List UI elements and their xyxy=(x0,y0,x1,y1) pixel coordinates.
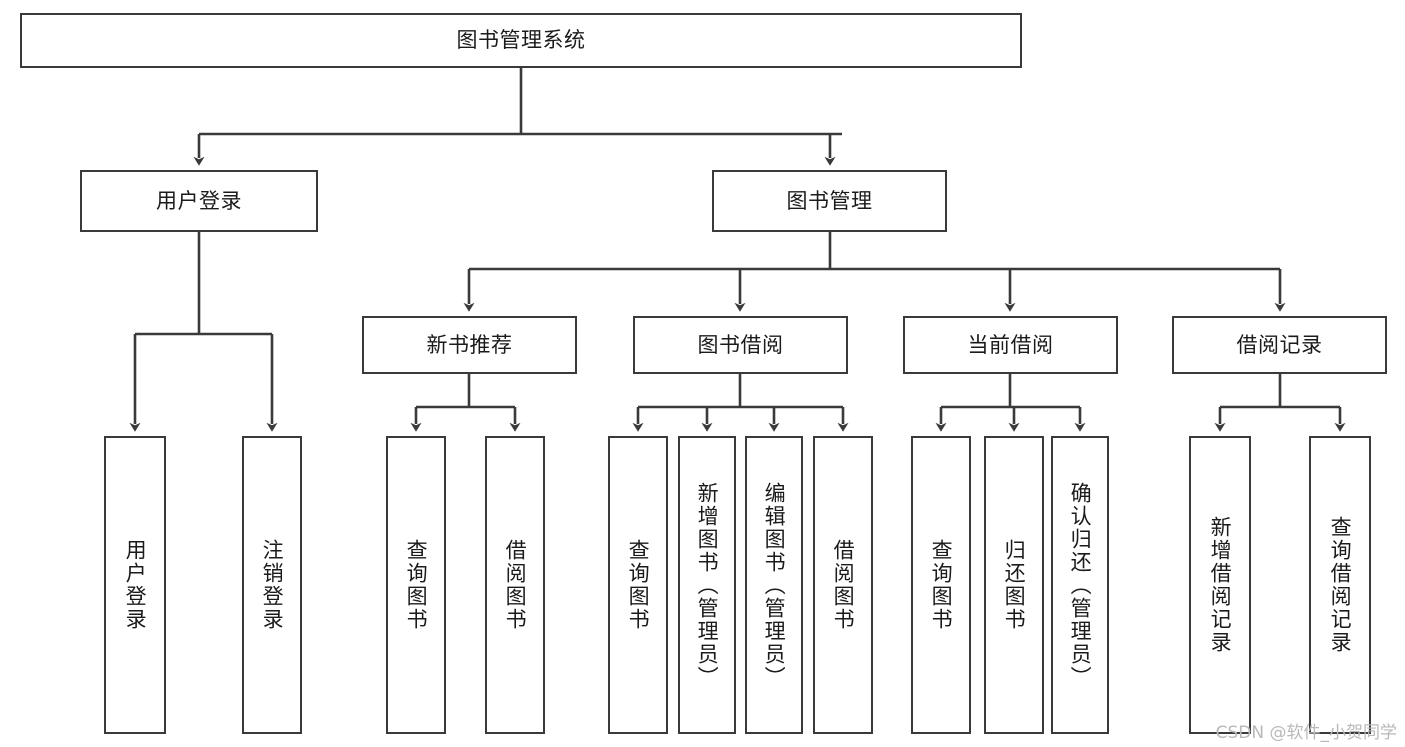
node-user-login[interactable]: 用户登录 xyxy=(80,170,318,232)
node-leaf-return-book-label: 归还图书 xyxy=(1002,539,1027,631)
node-leaf-confirm-return[interactable]: 确认归还（管理员） xyxy=(1051,436,1109,734)
node-leaf-logout[interactable]: 注销登录 xyxy=(242,436,302,734)
node-leaf-query-book-2-label: 查询图书 xyxy=(626,539,651,631)
node-borrow-record[interactable]: 借阅记录 xyxy=(1172,316,1387,374)
node-user-login-label: 用户登录 xyxy=(156,188,242,213)
node-book-manage[interactable]: 图书管理 xyxy=(712,170,947,232)
node-leaf-query-book-1[interactable]: 查询图书 xyxy=(386,436,446,734)
node-borrow-record-label: 借阅记录 xyxy=(1236,332,1323,357)
node-leaf-logout-label: 注销登录 xyxy=(260,539,285,631)
node-book-borrow[interactable]: 图书借阅 xyxy=(633,316,848,374)
node-leaf-confirm-return-label: 确认归还（管理员） xyxy=(1068,481,1093,689)
node-new-book-recommend-label: 新书推荐 xyxy=(426,332,513,357)
node-book-borrow-label: 图书借阅 xyxy=(697,332,784,357)
node-leaf-query-record[interactable]: 查询借阅记录 xyxy=(1309,436,1371,734)
node-new-book-recommend[interactable]: 新书推荐 xyxy=(362,316,577,374)
node-leaf-query-book-3-label: 查询图书 xyxy=(929,539,954,631)
node-root[interactable]: 图书管理系统 xyxy=(20,13,1022,68)
node-leaf-return-book[interactable]: 归还图书 xyxy=(984,436,1044,734)
node-leaf-query-book-1-label: 查询图书 xyxy=(404,539,429,631)
node-leaf-borrow-book-2[interactable]: 借阅图书 xyxy=(813,436,873,734)
node-root-label: 图书管理系统 xyxy=(456,28,586,53)
node-leaf-add-book[interactable]: 新增图书（管理员） xyxy=(678,436,736,734)
node-leaf-query-book-2[interactable]: 查询图书 xyxy=(608,436,668,734)
node-current-borrow[interactable]: 当前借阅 xyxy=(903,316,1118,374)
node-book-manage-label: 图书管理 xyxy=(786,188,873,213)
node-leaf-edit-book-label: 编辑图书（管理员） xyxy=(762,481,787,689)
node-leaf-user-login-label: 用户登录 xyxy=(123,539,148,631)
node-leaf-add-record-label: 新增借阅记录 xyxy=(1208,516,1233,654)
node-leaf-query-record-label: 查询借阅记录 xyxy=(1328,516,1353,654)
node-leaf-add-book-label: 新增图书（管理员） xyxy=(695,481,720,689)
node-leaf-edit-book[interactable]: 编辑图书（管理员） xyxy=(745,436,803,734)
csdn-watermark: CSDN @软件_小贺同学 xyxy=(1215,723,1397,743)
node-current-borrow-label: 当前借阅 xyxy=(967,332,1054,357)
node-leaf-query-book-3[interactable]: 查询图书 xyxy=(911,436,971,734)
node-leaf-borrow-book-2-label: 借阅图书 xyxy=(831,539,856,631)
node-leaf-add-record[interactable]: 新增借阅记录 xyxy=(1189,436,1251,734)
node-leaf-borrow-book-1-label: 借阅图书 xyxy=(503,539,528,631)
node-leaf-user-login[interactable]: 用户登录 xyxy=(104,436,166,734)
node-leaf-borrow-book-1[interactable]: 借阅图书 xyxy=(485,436,545,734)
